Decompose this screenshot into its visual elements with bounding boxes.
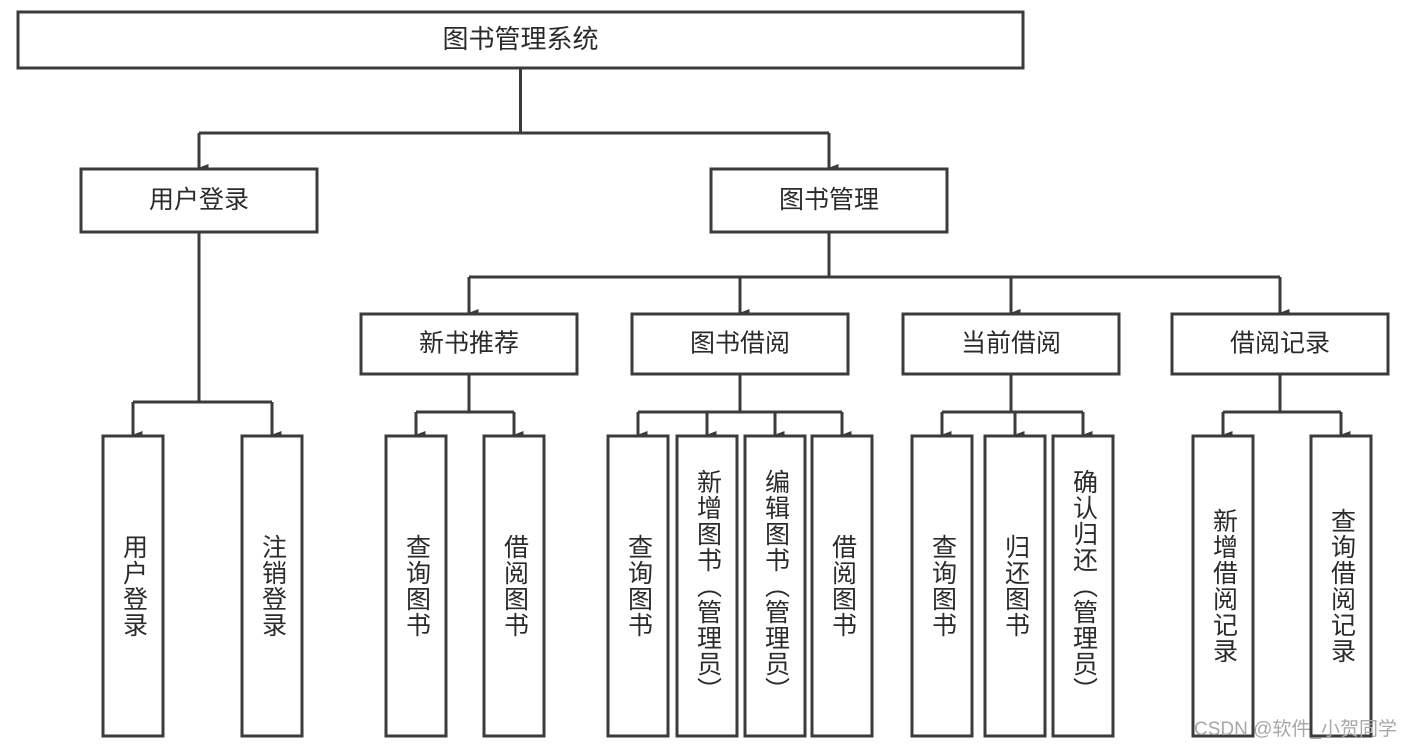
node-box-leaf-10[interactable] — [1051, 434, 1115, 738]
connector-layer — [131, 68, 1351, 440]
node-box-leaf-3[interactable] — [482, 434, 546, 738]
node-box-level3-0[interactable] — [359, 312, 579, 376]
node-box-level3-2[interactable] — [901, 312, 1121, 376]
node-box-leaf-4[interactable] — [606, 434, 670, 738]
node-label-level3-2: 当前借阅 — [961, 330, 1061, 358]
node-label-level3-1: 图书借阅 — [690, 330, 790, 358]
node-box-leaf-6[interactable] — [743, 434, 807, 738]
node-box-level3-1[interactable] — [630, 312, 850, 376]
node-box-leaf-0[interactable] — [101, 434, 165, 738]
node-box-level2-1[interactable] — [709, 167, 949, 234]
node-label-level2-0: 用户登录 — [149, 186, 249, 214]
node-box-leaf-7[interactable] — [810, 434, 874, 738]
node-label-root-0: 图书管理系统 — [442, 24, 598, 54]
node-label-level2-1: 图书管理 — [779, 186, 879, 214]
node-box-leaf-5[interactable] — [675, 434, 739, 738]
node-box-leaf-2[interactable] — [384, 434, 448, 738]
node-box-level2-0[interactable] — [79, 167, 319, 234]
node-box-leaf-11[interactable] — [1191, 434, 1255, 738]
node-label-level3-0: 新书推荐 — [419, 330, 519, 358]
node-box-leaf-12[interactable] — [1309, 434, 1373, 738]
node-label-level3-3: 借阅记录 — [1230, 330, 1330, 358]
node-box-level3-3[interactable] — [1170, 312, 1390, 376]
node-box-root-0[interactable] — [16, 10, 1025, 70]
node-box-leaf-1[interactable] — [240, 434, 304, 738]
node-box-leaf-8[interactable] — [910, 434, 974, 738]
node-box-leaf-9[interactable] — [983, 434, 1047, 738]
